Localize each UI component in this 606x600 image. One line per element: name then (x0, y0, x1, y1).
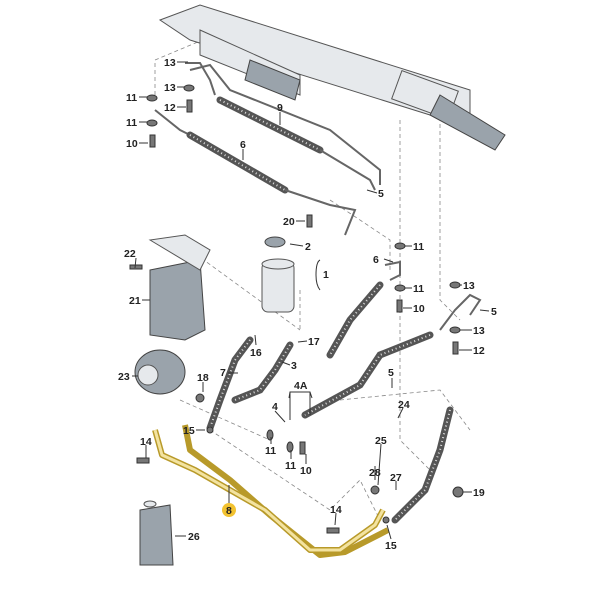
callout-13: 13 (473, 325, 485, 337)
callout-26: 26 (188, 531, 200, 543)
callout-6: 6 (373, 254, 379, 266)
hose-6-upper (154, 109, 357, 236)
callout-1: 1 (323, 269, 329, 281)
callout-22: 22 (124, 248, 136, 260)
callout-11: 11 (413, 283, 424, 295)
callout-11: 11 (285, 460, 296, 472)
callout-18: 18 (197, 372, 209, 384)
callout-27: 27 (390, 472, 402, 484)
callout-13: 13 (463, 280, 475, 292)
callout-4a: 4A (294, 380, 308, 392)
callout-25: 25 (375, 435, 387, 447)
callout-15: 15 (183, 425, 195, 437)
callout-17: 17 (308, 336, 320, 348)
callout-14: 14 (330, 504, 342, 516)
leader-lines (132, 61, 490, 540)
callout-7: 7 (220, 367, 226, 379)
callout-8: 8 (226, 505, 232, 517)
callout-5: 5 (378, 188, 384, 200)
callout-4: 4 (272, 401, 278, 413)
callout-14: 14 (140, 436, 152, 448)
callout-11: 11 (265, 445, 276, 457)
callout-10: 10 (300, 465, 312, 477)
callout-12: 12 (473, 345, 485, 357)
steering-rack (158, 4, 506, 185)
bracket (148, 234, 211, 341)
cooling-pipe-8 (152, 424, 390, 558)
callout-12: 12 (164, 102, 176, 114)
callout-15: 15 (385, 540, 397, 552)
callout-10: 10 (413, 303, 425, 315)
hoses-lower (206, 260, 482, 524)
callout-11: 11 (126, 92, 137, 104)
callout-23: 23 (118, 371, 130, 383)
callout-11: 11 (413, 241, 424, 253)
fluid-can (139, 500, 174, 566)
guide-lines (154, 19, 471, 521)
callout-9: 9 (277, 102, 283, 114)
callout-13: 13 (164, 82, 176, 94)
highlight-marker (222, 503, 236, 517)
reservoir (261, 236, 295, 313)
callout-6: 6 (240, 139, 246, 151)
callout-19: 19 (473, 487, 485, 499)
callout-3: 3 (291, 360, 297, 372)
callout-5: 5 (388, 367, 394, 379)
pump (134, 349, 186, 395)
callout-20: 20 (283, 216, 295, 228)
callout-10: 10 (126, 138, 138, 150)
hose-9 (185, 62, 376, 191)
callout-2: 2 (305, 241, 311, 253)
callout-21: 21 (129, 295, 141, 307)
callout-labels: 13 13 11 12 11 10 9 6 5 20 2 1 22 21 11 … (118, 57, 497, 552)
callout-24: 24 (398, 399, 410, 411)
callout-16: 16 (250, 347, 262, 359)
callout-5: 5 (491, 306, 497, 318)
fasteners (129, 84, 464, 534)
callout-13: 13 (164, 57, 176, 69)
callout-11: 11 (126, 117, 137, 129)
callout-28: 28 (369, 467, 381, 479)
